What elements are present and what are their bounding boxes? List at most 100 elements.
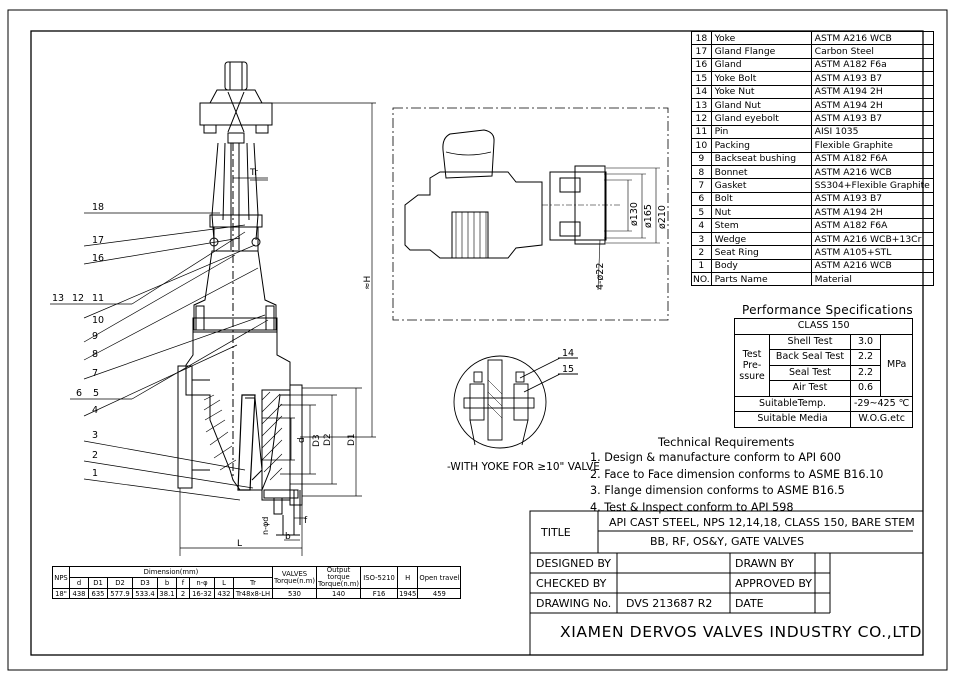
part-material: Flexible Graphite: [810, 138, 934, 153]
part-material: ASTM A216 WCB: [810, 258, 934, 274]
part-number: 14: [691, 84, 712, 99]
dim-cell: 438: [69, 588, 89, 599]
part-number: 17: [691, 44, 712, 59]
part-name: Gasket: [710, 178, 812, 193]
media-value: W.O.G.etc: [849, 411, 914, 428]
callout-4: 4: [92, 405, 98, 416]
dim-col-header: d: [69, 577, 89, 589]
dim-d165-label: ø165: [643, 204, 654, 228]
yoke-detail-view: [453, 355, 578, 449]
performance-class: CLASS 150: [733, 318, 914, 335]
callout-9: 9: [92, 331, 98, 342]
top-view-drawing: [404, 129, 660, 291]
part-number: 3: [691, 231, 712, 247]
dim-cell: 18": [52, 588, 70, 599]
callout-3: 3: [92, 430, 98, 441]
callout-2: 2: [92, 450, 98, 461]
dim-col-nps: NPS: [52, 566, 70, 589]
part-material: ASTM A194 2H: [810, 97, 934, 113]
dim-d210-label: ø210: [657, 205, 668, 229]
temp-value: -29~425 ℃: [849, 395, 914, 412]
dim-cell: 459: [417, 588, 462, 599]
part-number: 6: [691, 191, 712, 207]
part-number: 13: [691, 97, 712, 113]
part-name: Backseat bushing: [710, 151, 812, 166]
dim-b-label: b: [285, 532, 291, 542]
parts-header-material: Material: [810, 272, 934, 287]
part-name: Gland Nut: [710, 97, 812, 113]
dim-col-valve-torque: VALVES Torque(n.m): [271, 566, 318, 589]
callout-6: 6: [76, 388, 82, 399]
part-name: Pin: [710, 124, 812, 140]
part-number: 16: [691, 57, 712, 73]
dim-col-header: f: [176, 577, 190, 589]
callout-10: 10: [92, 315, 104, 326]
parts-header-name: Parts Name: [710, 272, 812, 287]
dim-cell: 16-32: [189, 588, 215, 599]
performance-table: CLASS 150 Test Pre- ssure Shell Test 3.0…: [733, 318, 914, 428]
part-material: ASTM A182 F6A: [810, 218, 934, 233]
callout-8: 8: [92, 349, 98, 360]
approved-by-label: APPROVED BY: [735, 577, 813, 590]
part-material: Carbon Steel: [810, 44, 934, 59]
dim-col-header: D3: [132, 577, 158, 589]
part-name: Wedge: [710, 231, 812, 247]
top-view-labels: ø130 ø165 ø210 4-ø22: [595, 202, 668, 290]
title-block-grid: [529, 510, 924, 656]
title-label: TITLE: [541, 526, 571, 539]
perf-test-name: Seal Test: [769, 364, 851, 381]
dim-nphi-label: n-φd: [261, 517, 270, 535]
drawn-by-label: DRAWN BY: [735, 557, 794, 570]
part-material: ASTM A193 B7: [810, 111, 934, 126]
test-pressure-label: Test Pre- ssure: [734, 333, 770, 397]
dim-col-h: H: [397, 566, 419, 589]
top-view-frame: [392, 107, 669, 321]
checked-by-label: CHECKED BY: [536, 577, 607, 590]
callout-leaders: [50, 212, 269, 501]
inner-border: [30, 30, 924, 656]
dim-col-header: D1: [88, 577, 108, 589]
part-material: ASTM A193 B7: [810, 71, 934, 86]
dim-col-header: b: [157, 577, 177, 589]
dim-col-header: L: [214, 577, 234, 589]
dim-cell: 1945: [397, 588, 419, 599]
callout-16: 16: [92, 253, 104, 264]
dim-d-label: d: [297, 437, 307, 443]
dim-d2-label: D2: [323, 433, 333, 446]
part-name: Stem: [710, 218, 812, 233]
dim-cell: 2: [176, 588, 190, 599]
part-material: ASTM A216 WCB+13Cr: [810, 231, 934, 247]
company-name: XIAMEN DERVOS VALVES INDUSTRY CO.,LTD: [560, 623, 923, 641]
valve-side-view: [177, 61, 303, 536]
dim-col-iso: ISO-5210: [360, 566, 399, 589]
part-number: 9: [691, 151, 712, 166]
dim-cell: 577.9: [107, 588, 133, 599]
dim-cell: 635: [88, 588, 108, 599]
perf-test-name: Back Seal Test: [769, 349, 851, 366]
dim-tr-label: Tr: [249, 168, 258, 178]
dim-d130-label: ø130: [629, 202, 640, 226]
temp-label: SuitableTemp.: [734, 395, 851, 412]
part-number: 7: [691, 178, 712, 193]
part-name: Body: [710, 258, 812, 274]
callout-5: 5: [93, 388, 99, 399]
part-name: Gland Flange: [710, 44, 812, 59]
part-material: ASTM A182 F6A: [810, 151, 934, 166]
dimension-labels: Tr ≈H d D3 D2 D1 L b f n-φd: [237, 168, 373, 549]
part-number: 12: [691, 111, 712, 126]
part-material: SS304+Flexible Graphite: [810, 178, 934, 193]
part-number: 10: [691, 138, 712, 153]
drawing-no-label: DRAWING No.: [536, 597, 612, 610]
callout-11: 11: [92, 293, 104, 304]
